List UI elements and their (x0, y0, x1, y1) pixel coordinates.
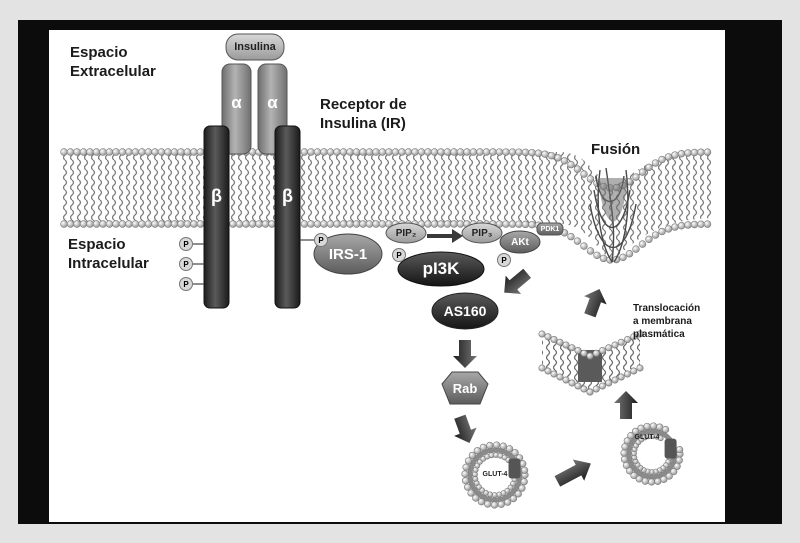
membrane-patch (538, 330, 644, 396)
fusion-pore-fill (598, 178, 628, 222)
arrow-as160-rab (453, 340, 477, 368)
rab-label: Rab (452, 380, 478, 396)
arrow-rab-vesicle (454, 414, 477, 444)
pi3k-node (397, 251, 485, 287)
beta-subunit-right (274, 125, 301, 309)
as160-node (431, 292, 499, 330)
alpha-label-left: α (231, 93, 242, 112)
pip2-label: PIP₂ (395, 227, 417, 239)
diagram-panel (49, 30, 725, 522)
phospho-badge-1: P (179, 237, 193, 251)
pdk1-node (536, 222, 564, 236)
phospho-badge-akt: P (497, 253, 511, 267)
phospho-badge-irs1-top: P (314, 233, 328, 247)
akt-label: AKt (511, 236, 529, 248)
alpha-label-right: α (267, 93, 278, 112)
insulin-receptor (203, 33, 301, 309)
rab-node (441, 371, 489, 405)
vesicles (461, 422, 684, 509)
pdk1-label: PDK1 (540, 225, 560, 233)
phospho-badge-irs1-bottom: P (392, 248, 406, 262)
phospho-badge-2: P (179, 257, 193, 271)
pip3-node (461, 222, 503, 244)
arrow-vesicle-patch (614, 391, 638, 419)
arrow-patch-fusion (584, 288, 607, 318)
pip2-node (385, 222, 427, 244)
beta-subunit-left (203, 125, 230, 309)
as160-label: AS160 (443, 303, 487, 319)
glut4-label-vesicle2: GLUT-4 (634, 433, 660, 441)
pip-arrow (427, 229, 463, 243)
arrow-vesicle-vesicle (554, 459, 591, 487)
arrow-akt-as160 (504, 268, 532, 295)
glut4-label-vesicle1: GLUT-4 (482, 470, 508, 478)
pip3-label: PIP₃ (471, 227, 493, 239)
beta-label-right: β (282, 185, 293, 206)
beta-label-left: β (211, 185, 222, 206)
irs1-node (313, 233, 383, 275)
insulin-label: Insulina (234, 41, 276, 53)
phospho-badge-3: P (179, 277, 193, 291)
fusion-label: Fusión (591, 141, 641, 158)
insulin-block (225, 33, 285, 61)
akt-node (499, 230, 541, 254)
pi3k-label: pI3K (422, 259, 460, 278)
irs1-label: IRS-1 (328, 245, 368, 263)
